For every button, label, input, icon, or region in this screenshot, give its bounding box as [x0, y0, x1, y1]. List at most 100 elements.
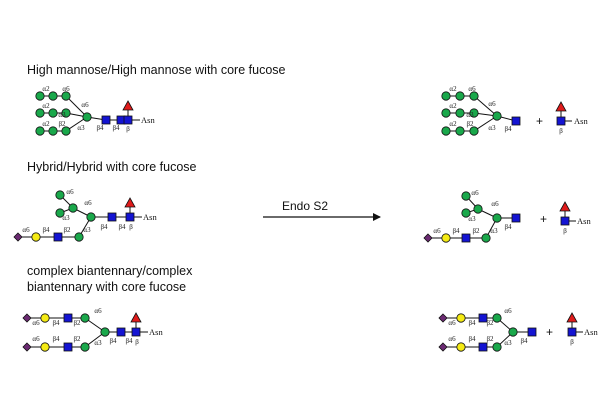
sialic-acid-symbol — [423, 233, 433, 243]
mannose-symbol — [68, 203, 78, 213]
plus-sign: + — [546, 325, 553, 339]
linkage-label: β4 — [118, 223, 126, 231]
mannose-symbol — [492, 342, 502, 352]
mannose-symbol — [35, 126, 45, 136]
mannose-symbol — [80, 342, 90, 352]
linkage-label: α3 — [62, 214, 70, 222]
linkage-label: α6 — [81, 101, 89, 109]
mannose-symbol — [455, 91, 465, 101]
asn-label: Asn — [141, 115, 155, 125]
linkage-label: α6 — [62, 85, 70, 93]
linkage-label: α3 — [83, 226, 91, 234]
heading-hybrid: Hybrid/Hybrid with core fucose — [27, 160, 197, 174]
linkage-label: β2 — [486, 335, 494, 343]
glycosidic-bond — [65, 95, 88, 118]
linkage-label: β — [559, 127, 563, 135]
plus-sign: + — [540, 212, 547, 226]
heading-complex-line-2: biantennary with core fucose — [27, 280, 187, 294]
linkage-label: α6 — [471, 189, 479, 197]
mannose-symbol — [48, 91, 58, 101]
linkage-label: β — [129, 223, 133, 231]
sialic-acid-symbol — [438, 313, 448, 323]
mannose-symbol — [441, 91, 451, 101]
mannose-symbol — [82, 112, 92, 122]
linkage-label: α3 — [77, 124, 85, 132]
linkage-label: α3 — [58, 111, 66, 119]
linkage-label: α2 — [449, 120, 457, 128]
linkage-label: α3 — [468, 215, 476, 223]
linkage-label: β4 — [468, 335, 476, 343]
linkage-label: α6 — [488, 100, 496, 108]
glcnac-symbol — [107, 212, 117, 222]
galactose-symbol — [40, 313, 50, 323]
linkage-label: α6 — [66, 188, 74, 196]
linkage-label: α6 — [491, 200, 499, 208]
mannose-symbol — [508, 327, 518, 337]
sialic-acid-symbol — [438, 342, 448, 352]
fucose-symbol — [130, 312, 142, 323]
glcnac-symbol — [527, 327, 537, 337]
linkage-label: α6 — [448, 335, 456, 343]
linkage-label: β — [126, 125, 130, 133]
glcnac-symbol — [478, 313, 488, 323]
mannose-symbol — [492, 313, 502, 323]
glcnac-symbol — [63, 313, 73, 323]
fucose-symbol — [566, 312, 578, 323]
mannose-symbol — [441, 126, 451, 136]
asn-label: Asn — [149, 327, 163, 337]
linkage-label: β4 — [504, 223, 512, 231]
linkage-label: β4 — [52, 319, 60, 327]
galactose-symbol — [456, 342, 466, 352]
linkage-label: α6 — [32, 335, 40, 343]
mannose-symbol — [35, 108, 45, 118]
linkage-label: β4 — [100, 223, 108, 231]
mannose-symbol — [35, 91, 45, 101]
linkage-label: α3 — [488, 124, 496, 132]
sialic-acid-symbol — [22, 313, 32, 323]
glycosidic-bond — [473, 95, 498, 117]
sialic-acid-symbol — [13, 232, 23, 242]
linkage-label: β4 — [96, 124, 104, 132]
galactose-symbol — [40, 342, 50, 352]
linkage-label: α6 — [468, 85, 476, 93]
linkage-label: β — [563, 227, 567, 235]
linkage-label: β4 — [52, 335, 60, 343]
mannose-symbol — [469, 91, 479, 101]
linkage-label: α6 — [94, 307, 102, 315]
mannose-symbol — [461, 191, 471, 201]
glcnac-symbol — [511, 213, 521, 223]
glcnac-symbol — [461, 233, 471, 243]
linkage-label: α3 — [504, 339, 512, 347]
glcnac-symbol — [101, 115, 111, 125]
glcnac-symbol — [560, 216, 570, 226]
mannose-symbol — [86, 212, 96, 222]
mannose-symbol — [473, 204, 483, 214]
linkage-label: β4 — [112, 124, 120, 132]
linkage-label: β — [570, 338, 574, 346]
linkage-label: β2 — [486, 319, 494, 327]
glcnac-symbol — [116, 327, 126, 337]
linkage-label: β — [135, 338, 139, 346]
glcnac-symbol — [63, 342, 73, 352]
linkage-label: α6 — [448, 319, 456, 327]
mannose-symbol — [469, 108, 479, 118]
linkage-label: α6 — [22, 226, 30, 234]
linkage-label: β2 — [58, 120, 66, 128]
enzyme-label: Endo S2 — [282, 199, 328, 213]
mannose-symbol — [100, 327, 110, 337]
linkage-label: α3 — [466, 111, 474, 119]
mannose-symbol — [461, 208, 471, 218]
linkage-label: β2 — [63, 226, 71, 234]
plus-sign: + — [536, 114, 543, 128]
mannose-symbol — [61, 108, 71, 118]
glcnac-symbol — [53, 232, 63, 242]
fucose-symbol — [559, 201, 571, 212]
galactose-symbol — [441, 233, 451, 243]
linkage-label: α3 — [94, 339, 102, 347]
asn-label: Asn — [584, 327, 598, 337]
mannose-symbol — [492, 213, 502, 223]
linkage-label: α2 — [449, 102, 457, 110]
linkage-label: β2 — [73, 335, 81, 343]
